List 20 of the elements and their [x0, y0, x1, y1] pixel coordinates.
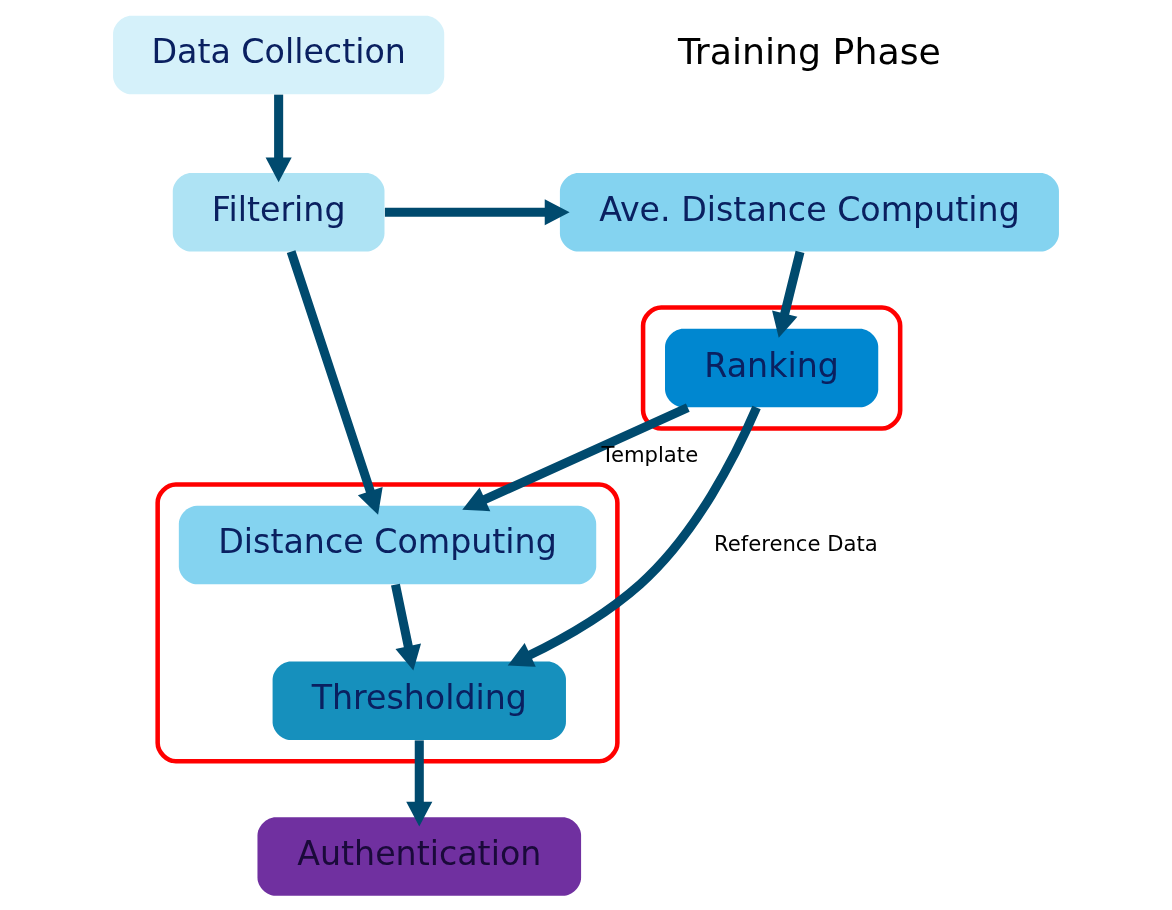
- cluster: [640, 305, 903, 431]
- arrow: [286, 250, 383, 515]
- arrow: [507, 405, 761, 667]
- arrow: [265, 94, 292, 183]
- cluster: [155, 482, 620, 764]
- node-box: Filtering: [172, 172, 385, 252]
- edge-label: Reference Data: [713, 530, 878, 556]
- arrow: [384, 199, 570, 226]
- node-box: Distance Computing: [178, 505, 597, 585]
- node-box: Data Collection: [113, 15, 445, 95]
- arrow: [462, 403, 690, 512]
- edge-label: Template: [601, 442, 699, 468]
- arrow: [391, 583, 422, 671]
- node-box: Thresholding: [272, 661, 566, 741]
- arrow: [772, 250, 805, 338]
- node-box: Ave. Distance Computing: [559, 172, 1059, 252]
- node-box: Ranking: [665, 328, 879, 408]
- label: Training Phase: [677, 30, 941, 74]
- node-box: Authentication: [257, 817, 582, 896]
- arrow: [406, 740, 433, 827]
